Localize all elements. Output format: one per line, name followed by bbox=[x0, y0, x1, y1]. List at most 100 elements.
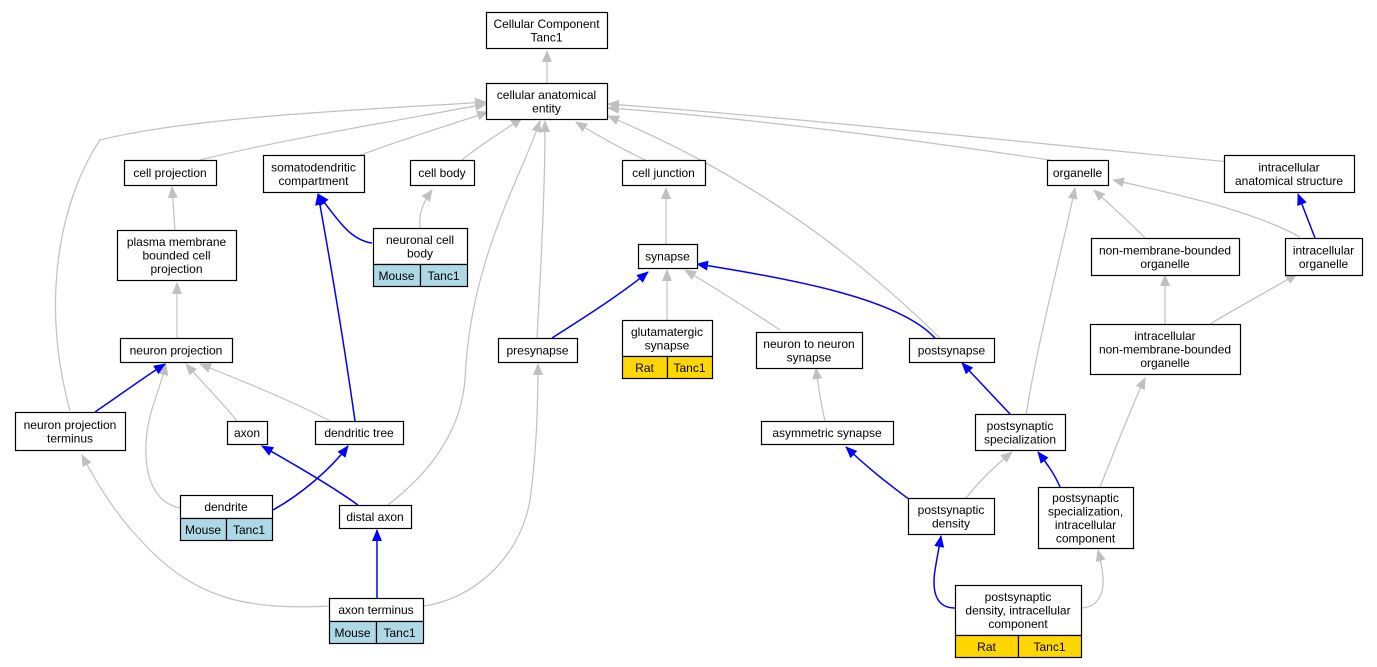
node-label-line: cellular anatomical bbox=[497, 88, 596, 102]
node-label-line: distal axon bbox=[346, 510, 403, 524]
node-label-line: postsynaptic bbox=[1052, 491, 1119, 505]
node-organelle[interactable]: organelle bbox=[1046, 159, 1110, 187]
edge-n2n-synapse bbox=[684, 269, 781, 331]
node-box bbox=[372, 227, 469, 266]
node-label-line: postsynaptic bbox=[987, 419, 1054, 433]
node-axon[interactable]: axon bbox=[226, 420, 269, 446]
node-label-line: postsynaptic bbox=[985, 590, 1052, 604]
edge-dtree-neuronproj bbox=[199, 363, 331, 422]
node-label-line: compartment bbox=[278, 174, 349, 188]
node-box bbox=[637, 243, 699, 270]
edge-axon-neuronproj bbox=[185, 363, 238, 422]
node-box bbox=[621, 159, 707, 187]
node-distalaxon[interactable]: distal axon bbox=[338, 504, 413, 530]
node-label-line: intracellular bbox=[1293, 243, 1354, 257]
node-label-line: bounded cell bbox=[142, 249, 210, 263]
edge-n2n-asym bbox=[812, 367, 826, 422]
node-dtree[interactable]: dendritic tree bbox=[314, 420, 405, 446]
node-box bbox=[485, 11, 609, 50]
gene-cell bbox=[666, 355, 714, 380]
edge-psd-asym bbox=[845, 446, 911, 501]
edge-axonterm-presyn bbox=[423, 363, 543, 607]
node-label-line: density bbox=[932, 516, 970, 530]
node-box bbox=[116, 229, 238, 282]
node-label-line: cell projection bbox=[133, 166, 206, 180]
gene-cell bbox=[225, 517, 274, 542]
species-label: Mouse bbox=[378, 269, 414, 283]
node-box bbox=[760, 420, 895, 446]
node-cellproj[interactable]: cell projection bbox=[123, 159, 218, 187]
node-box bbox=[119, 337, 234, 364]
node-label-line: postsynaptic bbox=[918, 503, 985, 517]
gene-label: Tanc1 bbox=[233, 523, 265, 537]
node-label-line: non-membrane-bounded bbox=[1099, 243, 1231, 257]
node-label-line: synapse bbox=[645, 250, 690, 264]
edge-pss-organelle bbox=[1025, 187, 1078, 416]
edge-pssic-pss bbox=[1037, 451, 1061, 488]
node-box bbox=[1046, 159, 1110, 187]
edge-npt-neuronproj bbox=[94, 363, 166, 413]
node-label-line: entity bbox=[532, 101, 561, 115]
node-box bbox=[755, 331, 864, 370]
node-label-line: intracellular bbox=[1055, 518, 1116, 532]
node-box bbox=[1090, 237, 1241, 277]
node-label-line: body bbox=[407, 246, 433, 260]
edge-psdic-psd bbox=[933, 535, 956, 609]
node-neuronproj[interactable]: neuron projection bbox=[119, 337, 234, 364]
gene-label: Tanc1 bbox=[383, 626, 415, 640]
node-label-line: terminus bbox=[47, 431, 93, 445]
node-box bbox=[123, 159, 218, 187]
edge-postsyn-cae bbox=[607, 115, 941, 339]
node-box bbox=[908, 337, 996, 364]
node-box bbox=[338, 504, 413, 530]
node-box bbox=[974, 413, 1067, 452]
edge-celljunc-cae bbox=[575, 121, 646, 161]
node-box bbox=[1223, 154, 1356, 194]
node-box bbox=[1037, 486, 1135, 550]
node-label-line: somatodendritic bbox=[271, 160, 356, 174]
node-label-line: synapse bbox=[645, 338, 690, 352]
node-label-line: cell body bbox=[418, 166, 465, 180]
node-asym[interactable]: asymmetric synapse bbox=[760, 420, 895, 446]
node-box bbox=[1089, 323, 1242, 376]
node-label-line: component bbox=[988, 617, 1048, 631]
node-postsyn[interactable]: postsynapse bbox=[908, 337, 996, 364]
species-label: Mouse bbox=[185, 523, 221, 537]
node-synapse[interactable]: synapse bbox=[637, 243, 699, 270]
node-inmbo[interactable]: intracellularnon-membrane-boundedorganel… bbox=[1089, 323, 1242, 376]
node-celljunc[interactable]: cell junction bbox=[621, 159, 707, 187]
edge-postsyn-synapse bbox=[696, 260, 936, 339]
edge-psd-pss bbox=[965, 451, 1013, 499]
node-cellbody[interactable]: cell body bbox=[409, 159, 476, 187]
node-label-line: organelle bbox=[1140, 257, 1190, 271]
edge-dtree-somato bbox=[315, 193, 356, 422]
node-label-line: asymmetric synapse bbox=[772, 426, 882, 440]
gene-cell bbox=[375, 620, 425, 645]
edge-cellbody-cae bbox=[461, 117, 523, 161]
edge-neuronalcb-cellbody bbox=[419, 189, 433, 229]
species-label: Rat bbox=[977, 640, 996, 654]
node-label-line: neuronal cell bbox=[386, 233, 454, 247]
species-label: Mouse bbox=[334, 626, 370, 640]
node-pssic[interactable]: postsynapticspecialization,intracellular… bbox=[1037, 486, 1135, 550]
edge-pss-postsyn bbox=[961, 362, 1011, 415]
node-presyn[interactable]: presynapse bbox=[497, 337, 579, 364]
edge-pmbcp-cellproj bbox=[167, 186, 178, 232]
